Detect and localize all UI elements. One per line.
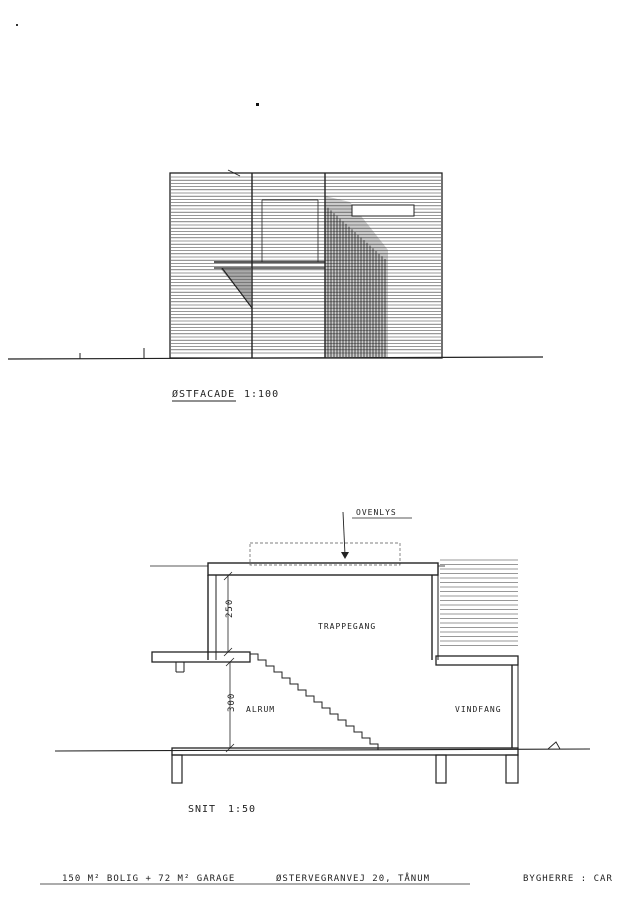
footer-address: ØSTERVEGRANVEJ 20, TÅNUM bbox=[276, 872, 430, 884]
title-block: 150 M² BOLIG + 72 M² GARAGE ØSTERVEGRANV… bbox=[40, 872, 613, 885]
section-drawing: OVENLYS bbox=[54, 508, 591, 815]
footer-area: 150 M² BOLIG + 72 M² GARAGE bbox=[62, 874, 235, 884]
section-label-room-left: ALRUM bbox=[246, 705, 275, 714]
stray-mark bbox=[256, 103, 259, 106]
section-stair bbox=[250, 653, 379, 750]
elevation-scale: 1:100 bbox=[244, 389, 279, 400]
section-ground-slab bbox=[171, 747, 519, 756]
section-dim-upper: 250 bbox=[225, 599, 235, 618]
elevation-shadow-hatch bbox=[327, 207, 386, 357]
stray-mark bbox=[16, 24, 18, 26]
elevation-window bbox=[351, 204, 415, 217]
east-elevation: ØSTFACADE 1:100 bbox=[7, 169, 544, 402]
elevation-cladding bbox=[171, 176, 441, 354]
section-cladding bbox=[440, 559, 518, 646]
section-scale: 1:50 bbox=[228, 804, 256, 815]
elevation-shadow bbox=[325, 196, 388, 357]
section-ground-line bbox=[54, 748, 591, 752]
section-label-skylight: OVENLYS bbox=[356, 508, 397, 517]
section-dim-lower: 300 bbox=[227, 693, 237, 712]
footer-client: BYGHERRE : CAR bbox=[523, 874, 613, 884]
elevation-title: ØSTFACADE bbox=[172, 388, 235, 400]
section-label-room-right: VINDFANG bbox=[455, 705, 502, 714]
section-skylight bbox=[249, 542, 401, 566]
section-roof-slab bbox=[207, 562, 439, 576]
elevation-facade-outline bbox=[169, 172, 443, 359]
section-label-stair: TRAPPEGANG bbox=[318, 622, 376, 631]
section-title: SNIT bbox=[188, 804, 216, 815]
section-floor-slab bbox=[151, 651, 251, 663]
